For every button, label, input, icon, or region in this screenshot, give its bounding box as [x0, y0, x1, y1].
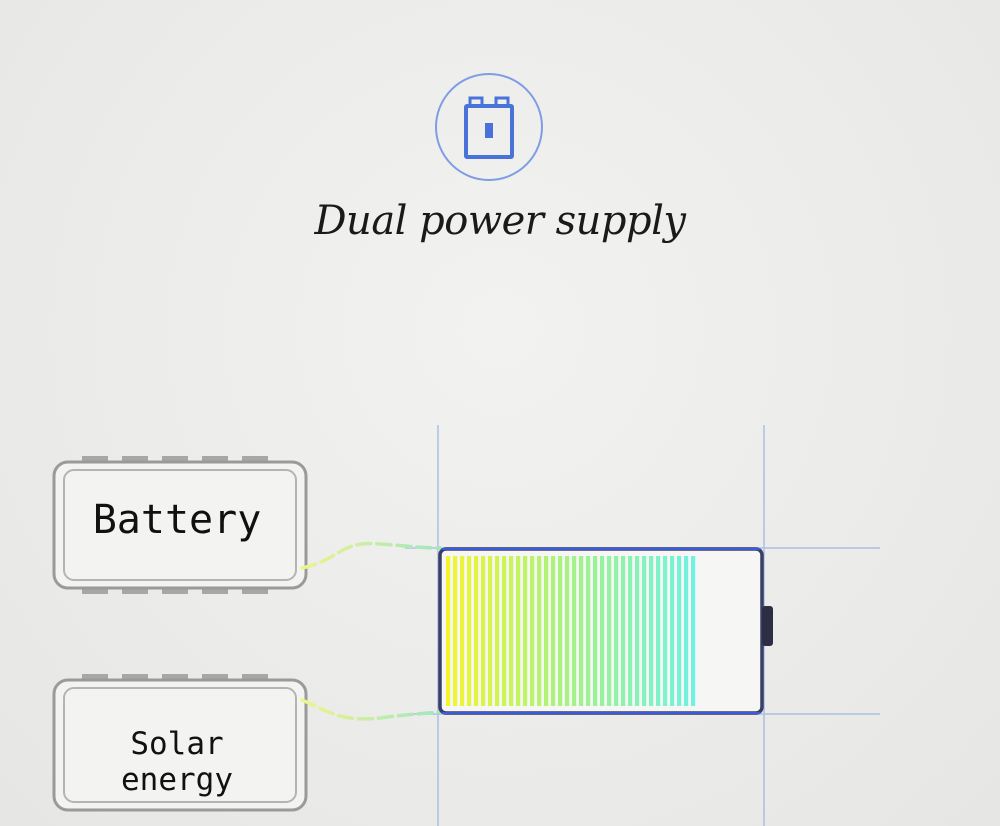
charge-bar: [509, 556, 514, 706]
charge-bar: [621, 556, 626, 706]
charge-bar: [600, 556, 605, 706]
solar-chip: [52, 674, 308, 812]
charge-bar: [558, 556, 563, 706]
charge-bar: [691, 556, 696, 706]
charge-bar: [488, 556, 493, 706]
charge-bar: [649, 556, 654, 706]
charge-bar: [579, 556, 584, 706]
charge-bar: [684, 556, 689, 706]
charge-bar: [474, 556, 479, 706]
charge-bar: [607, 556, 612, 706]
charge-bar: [481, 556, 486, 706]
charge-bar: [663, 556, 668, 706]
charge-bar: [523, 556, 528, 706]
charge-bar: [670, 556, 675, 706]
charge-bar: [628, 556, 633, 706]
charge-bar: [544, 556, 549, 706]
charge-bar: [446, 556, 451, 706]
charge-bar: [586, 556, 591, 706]
solar-energy-label: Solar energy: [121, 726, 233, 798]
charge-bar: [502, 556, 507, 706]
charge-bar: [593, 556, 598, 706]
charge-bar: [460, 556, 465, 706]
charge-bar: [537, 556, 542, 706]
connector-lines: [300, 541, 442, 721]
charge-bar: [467, 556, 472, 706]
charge-bar: [614, 556, 619, 706]
battery-graphic: [438, 547, 773, 715]
charge-bar: [530, 556, 535, 706]
page-title: Dual power supply: [314, 198, 686, 244]
charge-bar: [495, 556, 500, 706]
charge-bar: [551, 556, 556, 706]
battery-charge-bars: [446, 556, 696, 706]
charge-bar: [642, 556, 647, 706]
charge-bar: [565, 556, 570, 706]
charge-bar: [677, 556, 682, 706]
charge-bar: [635, 556, 640, 706]
battery-icon: [435, 73, 543, 181]
charge-bar: [572, 556, 577, 706]
battery-chip: [52, 456, 308, 594]
battery-label: Battery: [92, 497, 262, 543]
charge-bar: [453, 556, 458, 706]
charge-bar: [516, 556, 521, 706]
charge-bar: [656, 556, 661, 706]
